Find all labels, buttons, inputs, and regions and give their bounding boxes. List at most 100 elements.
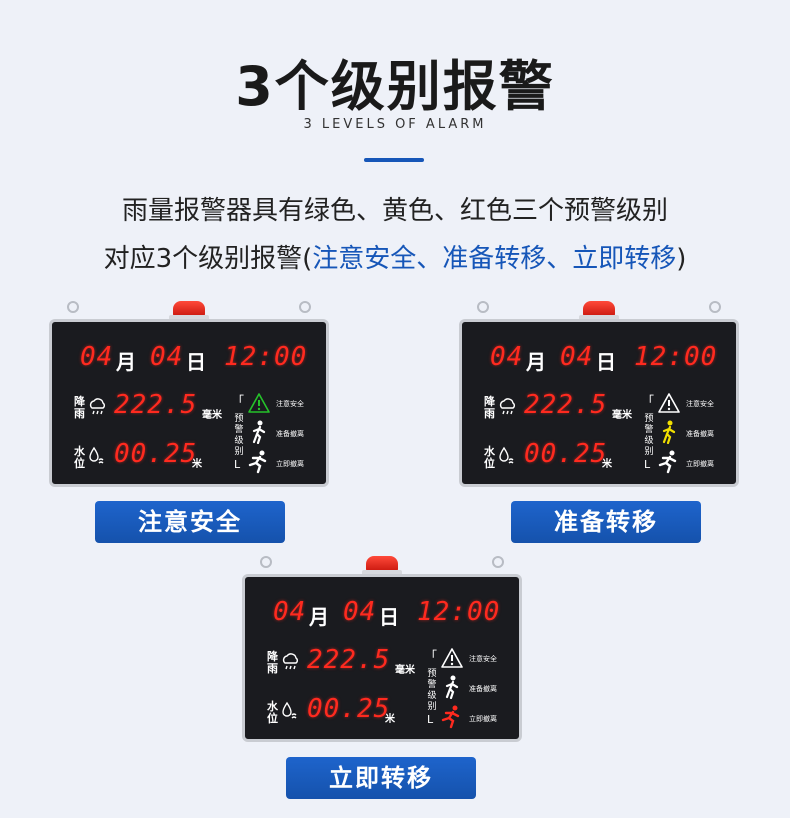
walking-person-icon	[662, 420, 676, 444]
water-label: 水位	[74, 446, 85, 470]
alarm-device: 04 月 04 日 12:00 降雨 222.5 毫米 水位 00.25	[49, 301, 329, 511]
hanging-ring-icon	[67, 301, 79, 313]
rain-label-char: 降	[484, 395, 495, 408]
level-label-char: 预	[644, 414, 654, 424]
running-person-icon	[658, 450, 677, 474]
level-label-char: 预	[234, 414, 244, 424]
level-label-char: 警	[427, 680, 437, 690]
rain-label-char: 雨	[74, 407, 85, 420]
rain-label: 降雨	[74, 396, 85, 420]
level-item-label: 准备撤离	[276, 430, 304, 438]
time-value: 12:00	[634, 342, 718, 372]
level-item-label: 注意安全	[276, 400, 304, 408]
bracket-bottom: L	[427, 713, 434, 726]
level-item-label: 注意安全	[469, 655, 497, 663]
bracket-top: 「	[425, 649, 438, 663]
level-item-label: 注意安全	[686, 400, 714, 408]
month-value: 04	[490, 342, 524, 372]
rain-label: 降雨	[484, 396, 495, 420]
time-value: 12:00	[224, 342, 308, 372]
water-level-icon	[89, 446, 104, 464]
rain-label: 降雨	[267, 651, 278, 675]
bracket-top: 「	[232, 394, 245, 408]
time-value: 12:00	[417, 597, 501, 627]
level-label-char: 警	[644, 425, 654, 435]
alarm-device: 04 月 04 日 12:00 降雨 222.5 毫米 水位 00.25	[242, 556, 522, 766]
rain-unit: 毫米	[395, 665, 415, 676]
rain-label-char: 雨	[267, 662, 278, 675]
rain-cloud-icon	[282, 653, 298, 670]
rain-label-char: 降	[74, 395, 85, 408]
alarm-device: 04 月 04 日 12:00 降雨 222.5 毫米 水位 00.25	[459, 301, 739, 511]
level-label: 预警级别	[644, 414, 654, 458]
walking-person-icon	[252, 420, 266, 444]
water-label-char: 水	[484, 445, 495, 458]
rain-label-char: 雨	[484, 407, 495, 420]
month-value: 04	[273, 597, 307, 627]
bracket-bottom: L	[234, 458, 241, 471]
warning-triangle-icon	[248, 393, 270, 413]
water-unit: 米	[192, 459, 202, 470]
day-unit: 日	[186, 350, 206, 374]
hanging-ring-icon	[260, 556, 272, 568]
page-title: 3个级别报警	[235, 55, 555, 118]
rain-unit: 毫米	[202, 410, 222, 421]
running-person-icon	[441, 705, 460, 729]
water-value: 00.25	[114, 439, 198, 469]
level-label-char: 预	[427, 669, 437, 679]
water-unit: 米	[385, 714, 395, 725]
rain-value: 222.5	[524, 390, 608, 420]
level-item-label: 立即撤离	[276, 460, 304, 468]
device-slot-level-2: 04 月 04 日 12:00 降雨 222.5 毫米 水位 00.25	[459, 301, 739, 511]
title-divider	[364, 158, 424, 162]
month-value: 04	[80, 342, 114, 372]
running-person-icon	[248, 450, 267, 474]
water-unit: 米	[602, 459, 612, 470]
month-unit: 月	[116, 350, 136, 374]
level-button-safety-caution[interactable]: 注意安全	[95, 501, 285, 543]
level-label-char: 别	[644, 447, 654, 457]
level-item-label: 准备撤离	[469, 685, 497, 693]
level-label-char: 别	[234, 447, 244, 457]
water-label-char: 位	[74, 457, 85, 470]
level-label-char: 级	[234, 436, 244, 446]
rain-value: 222.5	[114, 390, 198, 420]
level-label-char: 级	[644, 436, 654, 446]
description-line-2: 对应3个级别报警(注意安全、准备转移、立即转移)	[0, 238, 790, 275]
hanging-ring-icon	[299, 301, 311, 313]
water-level-icon	[282, 701, 297, 719]
water-value: 00.25	[307, 694, 391, 724]
device-slot-level-3: 04 月 04 日 12:00 降雨 222.5 毫米 水位 00.25	[242, 556, 522, 766]
water-label-char: 水	[267, 700, 278, 713]
day-unit: 日	[596, 350, 616, 374]
day-value: 04	[560, 342, 594, 372]
month-unit: 月	[526, 350, 546, 374]
page-subtitle: 3 LEVELS OF ALARM	[303, 117, 487, 132]
device-slot-level-1: 04 月 04 日 12:00 降雨 222.5 毫米 水位 00.25	[49, 301, 329, 511]
day-unit: 日	[379, 605, 399, 629]
level-item-label: 准备撤离	[686, 430, 714, 438]
level-label-char: 警	[234, 425, 244, 435]
led-panel: 04 月 04 日 12:00 降雨 222.5 毫米 水位 00.25	[49, 319, 329, 487]
day-value: 04	[150, 342, 184, 372]
description-suffix: )	[676, 244, 687, 274]
water-label-char: 水	[74, 445, 85, 458]
water-level-icon	[499, 446, 514, 464]
hanging-ring-icon	[477, 301, 489, 313]
level-button-evacuate-now[interactable]: 立即转移	[286, 757, 476, 799]
description-highlight: 注意安全、准备转移、立即转移	[312, 244, 677, 274]
rain-label-char: 降	[267, 650, 278, 663]
water-label: 水位	[267, 701, 278, 725]
rain-value: 222.5	[307, 645, 391, 675]
water-value: 00.25	[524, 439, 608, 469]
bracket-top: 「	[642, 394, 655, 408]
hanging-ring-icon	[709, 301, 721, 313]
rain-unit: 毫米	[612, 410, 632, 421]
warning-triangle-icon	[441, 648, 463, 668]
bracket-bottom: L	[644, 458, 651, 471]
level-item-label: 立即撤离	[686, 460, 714, 468]
level-button-prepare-evacuate[interactable]: 准备转移	[511, 501, 701, 543]
level-item-label: 立即撤离	[469, 715, 497, 723]
level-label: 预警级别	[427, 669, 437, 713]
water-label: 水位	[484, 446, 495, 470]
